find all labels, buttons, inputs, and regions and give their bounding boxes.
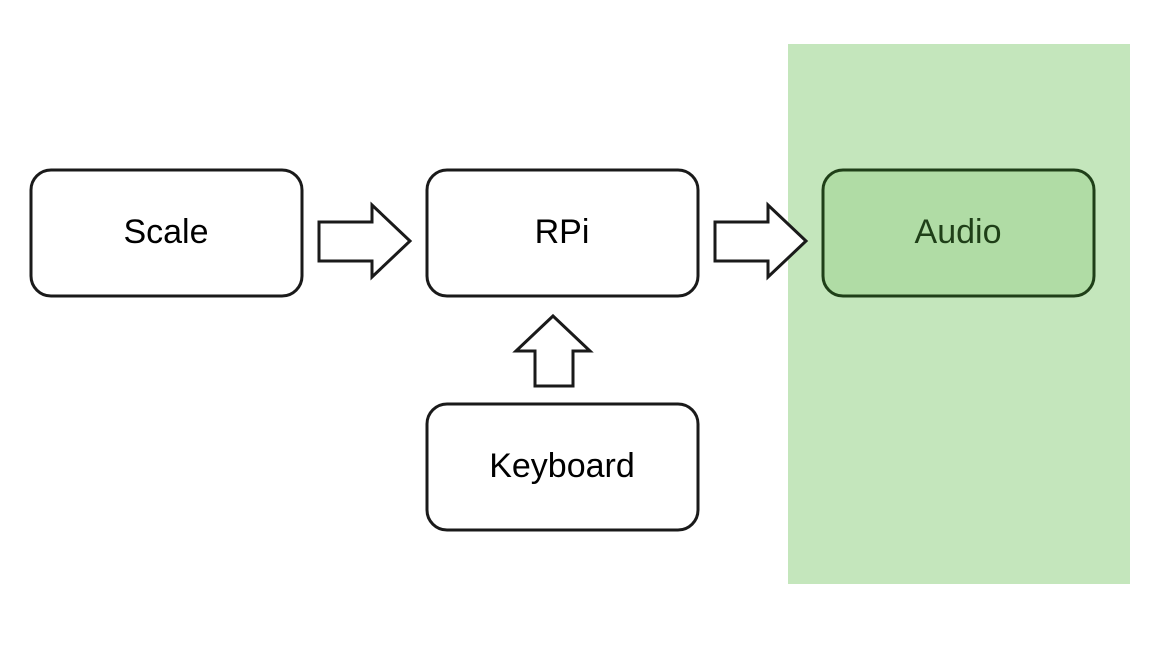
node-keyboard-label: Keyboard — [489, 447, 635, 485]
node-rpi: RPi — [425, 168, 700, 298]
node-scale-label: Scale — [123, 213, 208, 251]
arrow-keyboard-to-rpi — [512, 313, 594, 388]
node-keyboard: Keyboard — [425, 402, 700, 532]
audio-highlight-region — [788, 44, 1130, 584]
node-audio-label: Audio — [915, 213, 1002, 251]
arrow-scale-to-rpi — [317, 201, 413, 281]
node-audio: Audio — [821, 168, 1096, 298]
node-scale: Scale — [29, 168, 304, 298]
node-rpi-label: RPi — [535, 213, 590, 251]
arrow-rpi-to-audio — [713, 201, 809, 281]
